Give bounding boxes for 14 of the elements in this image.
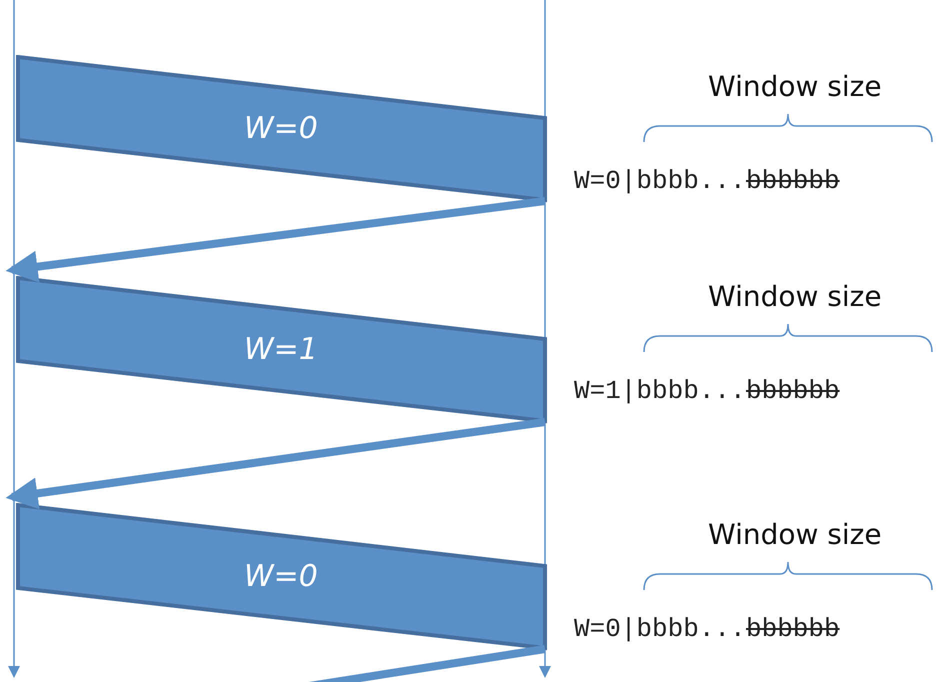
window-buffer-text: W=1|bbbb... — [574, 376, 746, 406]
window-size-label: Window size — [708, 518, 882, 551]
discarded-bits-text: bbbbbb — [746, 614, 840, 644]
ack-arrow — [6, 418, 546, 510]
frame-label: W=1 — [244, 332, 318, 367]
frame-label: W=0 — [244, 111, 318, 146]
discarded-bits-text: bbbbbb — [746, 166, 840, 196]
window-buffer-text: W=0|bbbb... — [574, 614, 746, 644]
window-size-label: Window size — [708, 70, 882, 103]
frame-label: W=0 — [244, 559, 318, 594]
window-size-label: Window size — [708, 280, 882, 313]
discarded-bits-text: bbbbbb — [746, 376, 840, 406]
window-buffer-text: W=0|bbbb... — [574, 166, 746, 196]
ack-arrow — [6, 197, 546, 283]
